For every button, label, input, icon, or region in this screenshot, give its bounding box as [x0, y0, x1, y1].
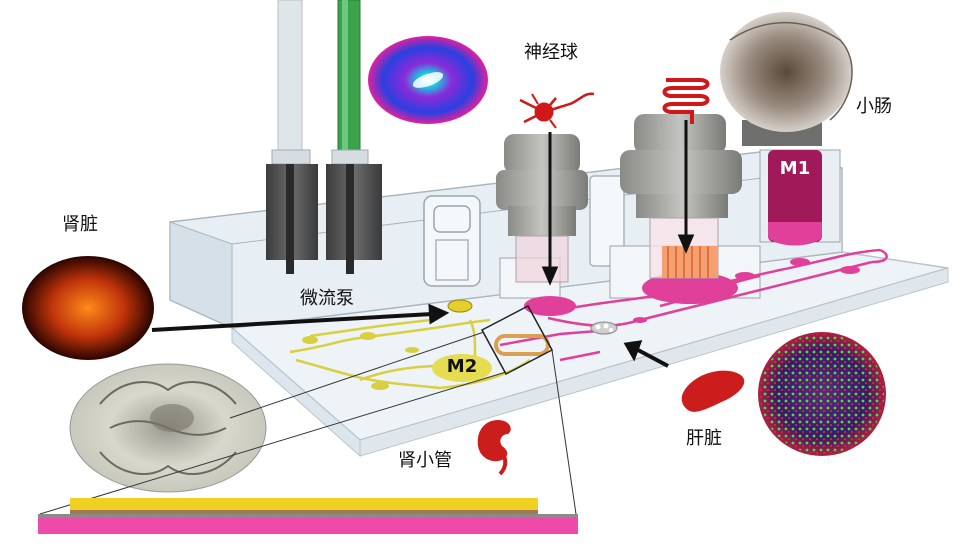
neurosphere-label: 神经球 [524, 42, 578, 63]
micropump-label: 微流泵 [300, 288, 354, 309]
liver-icon [681, 370, 745, 412]
pink-liver-chamber [642, 272, 738, 304]
m1-badge: M1 [779, 158, 811, 179]
intestine-icon [662, 78, 710, 124]
intestine-tissue-insert [662, 246, 718, 278]
tube-grey [277, 0, 303, 151]
neuron-icon [519, 92, 595, 129]
m2-badge: M2 [446, 356, 478, 377]
tubule-channel [494, 334, 550, 356]
tubule-cross-section [38, 498, 578, 534]
arrows [151, 120, 695, 368]
renal-tubule-label: 肾小管 [398, 450, 452, 471]
neurosphere-cap [496, 134, 588, 283]
small-intestine-label: 小肠 [856, 96, 892, 117]
yellow-kidney-chamber [447, 299, 473, 313]
liver-cell-cluster [590, 321, 618, 335]
m1-reservoir [768, 150, 822, 242]
liver-label: 肝脏 [686, 428, 722, 449]
small-intestine-micrograph [720, 12, 852, 132]
pink-neuro-chamber [524, 296, 576, 316]
m2-reservoir [432, 354, 492, 382]
kidney-label: 肾脏 [62, 214, 98, 235]
tube-green [337, 0, 361, 151]
kidney-micrograph [22, 256, 154, 360]
